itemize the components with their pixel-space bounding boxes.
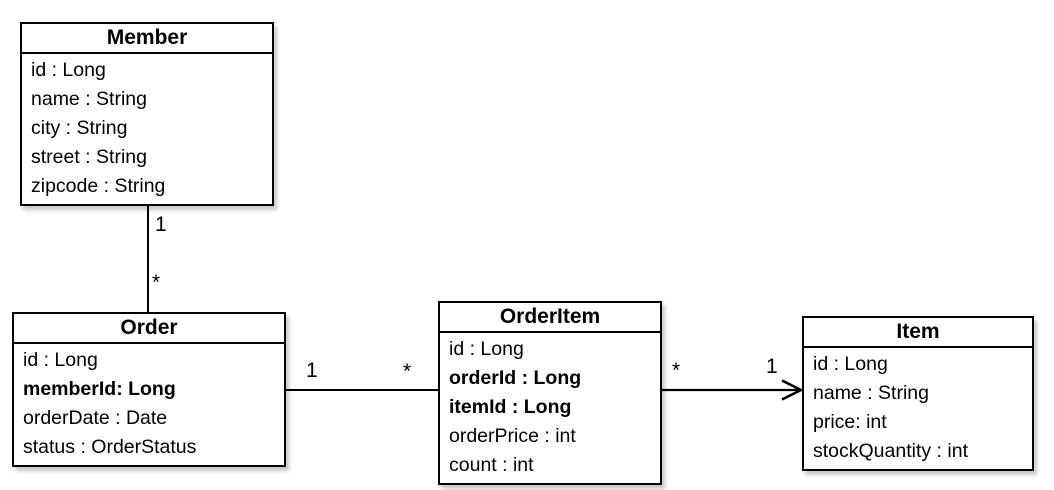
attribute: id : Long bbox=[23, 349, 98, 371]
attribute: count : int bbox=[449, 454, 534, 476]
multiplicity-label: 1 bbox=[766, 355, 778, 378]
attribute: orderDate : Date bbox=[23, 407, 168, 429]
attribute: city : String bbox=[31, 117, 128, 139]
attribute: orderId : Long bbox=[449, 367, 582, 389]
class-attributes: id : Long name : String city : String st… bbox=[22, 54, 272, 204]
attribute: orderPrice : int bbox=[449, 425, 576, 447]
attribute: zipcode : String bbox=[31, 175, 166, 197]
class-title: Item bbox=[804, 318, 1032, 348]
association-member-order bbox=[147, 200, 149, 315]
attribute: price: int bbox=[813, 411, 887, 433]
class-attributes: id : Long name : String price: int stock… bbox=[804, 348, 1032, 469]
attribute: memberId: Long bbox=[23, 378, 176, 400]
class-box-order: Order id : Long memberId: Long orderDate… bbox=[12, 312, 286, 467]
class-box-orderitem: OrderItem id : Long orderId : Long itemI… bbox=[438, 301, 662, 485]
multiplicity-label: 1 bbox=[306, 359, 318, 382]
multiplicity-label: * bbox=[672, 359, 681, 382]
association-order-orderitem bbox=[284, 389, 440, 391]
attribute: street : String bbox=[31, 146, 147, 168]
class-box-item: Item id : Long name : String price: int … bbox=[802, 316, 1034, 471]
association-orderitem-item-arrow bbox=[660, 379, 804, 401]
multiplicity-label: 1 bbox=[155, 213, 167, 236]
attribute: name : String bbox=[31, 88, 147, 110]
class-title: Member bbox=[22, 24, 272, 54]
multiplicity-label: * bbox=[403, 360, 412, 383]
attribute: stockQuantity : int bbox=[813, 440, 968, 462]
attribute: id : Long bbox=[31, 59, 106, 81]
attribute: name : String bbox=[813, 382, 929, 404]
class-attributes: id : Long memberId: Long orderDate : Dat… bbox=[14, 344, 284, 465]
attribute: status : OrderStatus bbox=[23, 436, 197, 458]
class-title: OrderItem bbox=[440, 303, 660, 333]
class-title: Order bbox=[14, 314, 284, 344]
multiplicity-label: * bbox=[152, 271, 161, 294]
attribute: id : Long bbox=[449, 338, 524, 360]
class-box-member: Member id : Long name : String city : St… bbox=[20, 22, 274, 206]
attribute: id : Long bbox=[813, 353, 888, 375]
class-attributes: id : Long orderId : Long itemId : Long o… bbox=[440, 333, 660, 483]
attribute: itemId : Long bbox=[449, 396, 572, 418]
